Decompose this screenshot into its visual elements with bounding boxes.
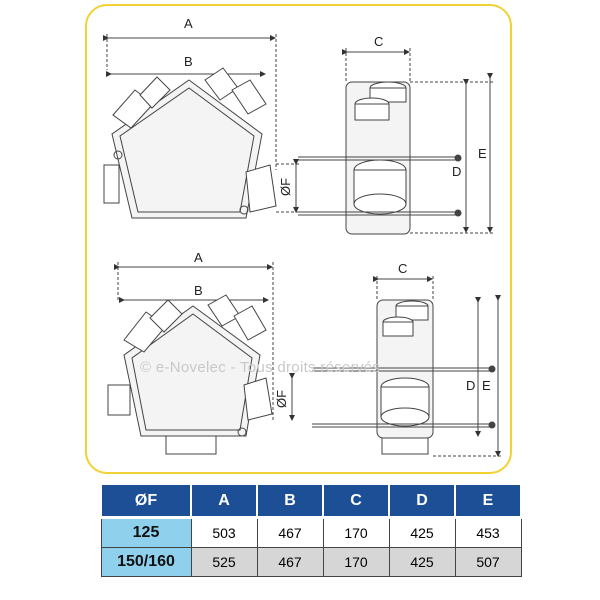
table-row: 150/160 525 467 170 425 507 (100, 547, 522, 577)
row-150-b: 467 (256, 547, 324, 577)
header-d: D (388, 483, 456, 519)
row-125-e: 453 (454, 517, 522, 548)
top-dim-f-label: ØF (278, 178, 293, 196)
top-dim-e-label: E (478, 146, 487, 161)
header-c: C (322, 483, 390, 519)
top-dim-c-label: C (374, 34, 383, 49)
top-plan-view (103, 34, 300, 219)
technical-drawing: A B ØF C D E A B ØF C D E (103, 16, 502, 457)
bottom-dim-a-label: A (194, 250, 203, 265)
drawing-frame (85, 4, 512, 474)
header-f: ØF (100, 483, 192, 519)
row-150-e: 507 (454, 547, 522, 577)
bottom-dim-c-label: C (398, 261, 407, 276)
row-125-c: 170 (322, 517, 390, 548)
top-side-view (298, 48, 494, 235)
row-125-a: 503 (190, 517, 258, 548)
bottom-dim-b-label: B (194, 283, 203, 298)
row-125-f: 125 (100, 517, 192, 548)
bottom-side-view (312, 276, 502, 457)
row-125-b: 467 (256, 517, 324, 548)
row-150-a: 525 (190, 547, 258, 577)
top-dim-a-label: A (184, 16, 193, 31)
row-150-d: 425 (388, 547, 456, 577)
header-e: E (454, 483, 522, 519)
bottom-dim-e-label: E (482, 378, 491, 393)
top-dim-b-label: B (184, 54, 193, 69)
bottom-plan-view (107, 262, 295, 455)
header-a: A (190, 483, 258, 519)
bottom-dim-d-label: D (466, 378, 475, 393)
row-150-f: 150/160 (100, 547, 192, 577)
row-150-c: 170 (322, 547, 390, 577)
top-dim-d-label: D (452, 164, 461, 179)
watermark: © e-Novelec - Tous droits réservés (140, 359, 381, 376)
header-b: B (256, 483, 324, 519)
table-row: 125 503 467 170 425 453 (100, 517, 522, 548)
dimension-table: ØF A B C D E 125 503 467 170 425 453 150… (100, 483, 522, 577)
bottom-dim-f-label: ØF (274, 390, 289, 408)
row-125-d: 425 (388, 517, 456, 548)
table-header-row: ØF A B C D E (100, 483, 522, 519)
